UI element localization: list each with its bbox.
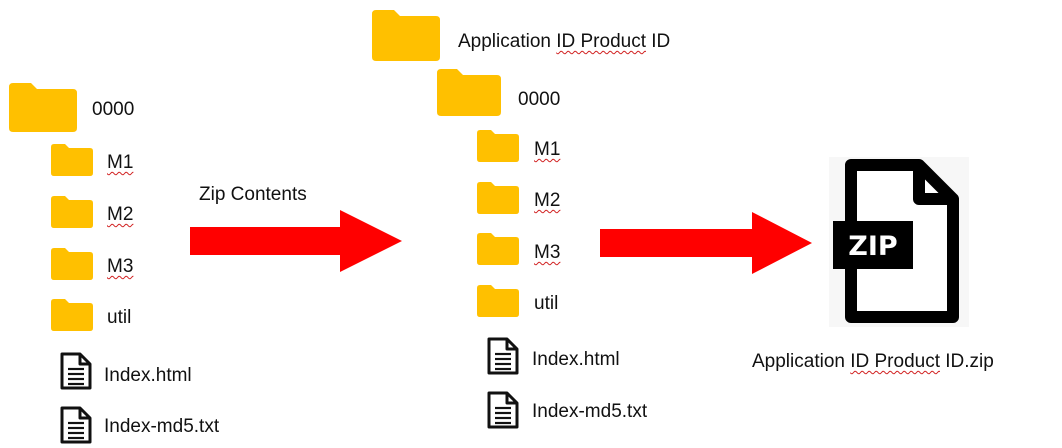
document-icon bbox=[487, 337, 519, 375]
middle-m2-label: M2 bbox=[534, 190, 561, 211]
folder-icon bbox=[372, 10, 440, 61]
folder-icon bbox=[477, 130, 519, 162]
folder-icon bbox=[477, 233, 519, 265]
right-arrow-icon bbox=[600, 212, 812, 279]
middle-m3-label: M3 bbox=[534, 242, 561, 263]
middle-m1-label: M1 bbox=[534, 139, 561, 160]
left-m2-label: M2 bbox=[107, 204, 134, 225]
folder-icon bbox=[477, 285, 519, 317]
svg-text:ZIP: ZIP bbox=[848, 231, 897, 262]
left-index-md5-label: Index-md5.txt bbox=[104, 416, 220, 437]
document-icon bbox=[487, 391, 519, 429]
zip-file-icon: ZIP bbox=[829, 157, 969, 332]
folder-icon bbox=[51, 248, 93, 280]
application-folder-label: Application ID Product ID bbox=[458, 31, 671, 52]
folder-icon bbox=[51, 299, 93, 331]
middle-root-label: 0000 bbox=[518, 89, 561, 110]
zip-contents-label: Zip Contents bbox=[199, 184, 307, 205]
right-arrow-icon bbox=[190, 210, 402, 277]
folder-icon bbox=[51, 196, 93, 228]
zip-filename-label: Application ID Product ID.zip bbox=[752, 351, 994, 372]
left-root-label: 0000 bbox=[92, 99, 135, 120]
left-m1-label: M1 bbox=[107, 152, 134, 173]
left-m3-label: M3 bbox=[107, 256, 134, 277]
left-util-label: util bbox=[107, 307, 132, 328]
document-icon bbox=[60, 406, 92, 444]
middle-index-md5-label: Index-md5.txt bbox=[532, 401, 648, 422]
folder-icon bbox=[477, 182, 519, 214]
folder-icon bbox=[9, 83, 77, 132]
left-index-html-label: Index.html bbox=[104, 365, 192, 386]
folder-icon bbox=[437, 69, 501, 116]
document-icon bbox=[60, 352, 92, 390]
folder-icon bbox=[51, 144, 93, 176]
middle-util-label: util bbox=[534, 293, 559, 314]
middle-index-html-label: Index.html bbox=[532, 349, 620, 370]
